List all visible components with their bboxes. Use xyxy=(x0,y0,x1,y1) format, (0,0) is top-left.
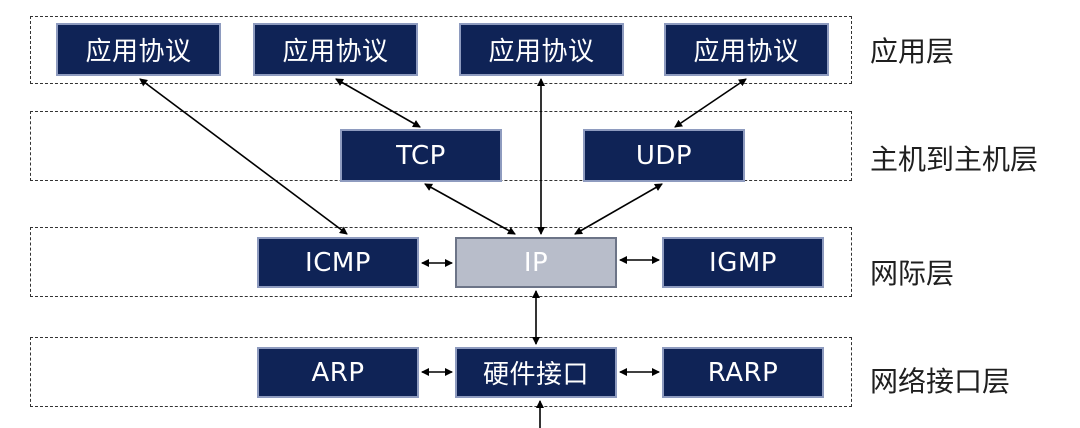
arrow-app1-ip xyxy=(139,78,348,235)
application-protocol-box-2: 应用协议 xyxy=(253,23,418,76)
internet-layer-label: 网际层 xyxy=(870,257,955,290)
application-layer-label: 应用层 xyxy=(870,35,955,68)
udp-box: UDP xyxy=(583,129,745,182)
application-protocol-box-4: 应用协议 xyxy=(664,23,829,76)
rarp-box: RARP xyxy=(662,347,824,398)
application-protocol-box-1: 应用协议 xyxy=(56,23,221,76)
arrow-app2-tcp xyxy=(335,78,421,128)
arrow-app4-udp xyxy=(674,78,747,128)
network-interface-layer-label: 网络接口层 xyxy=(870,365,1011,398)
application-layer-band xyxy=(30,16,852,84)
arp-box: ARP xyxy=(257,347,419,398)
arrow-tcp-ip xyxy=(424,183,516,235)
arrow-udp-ip xyxy=(574,183,663,235)
hardware-interface-box: 硬件接口 xyxy=(455,347,617,398)
icmp-box: ICMP xyxy=(257,237,419,288)
network-interface-layer-band xyxy=(30,337,852,407)
host-to-host-layer-label: 主机到主机层 xyxy=(870,143,1039,176)
application-protocol-box-3: 应用协议 xyxy=(459,23,624,76)
tcp-box: TCP xyxy=(340,129,502,182)
ip-box: IP xyxy=(455,237,617,288)
igmp-box: IGMP xyxy=(662,237,824,288)
